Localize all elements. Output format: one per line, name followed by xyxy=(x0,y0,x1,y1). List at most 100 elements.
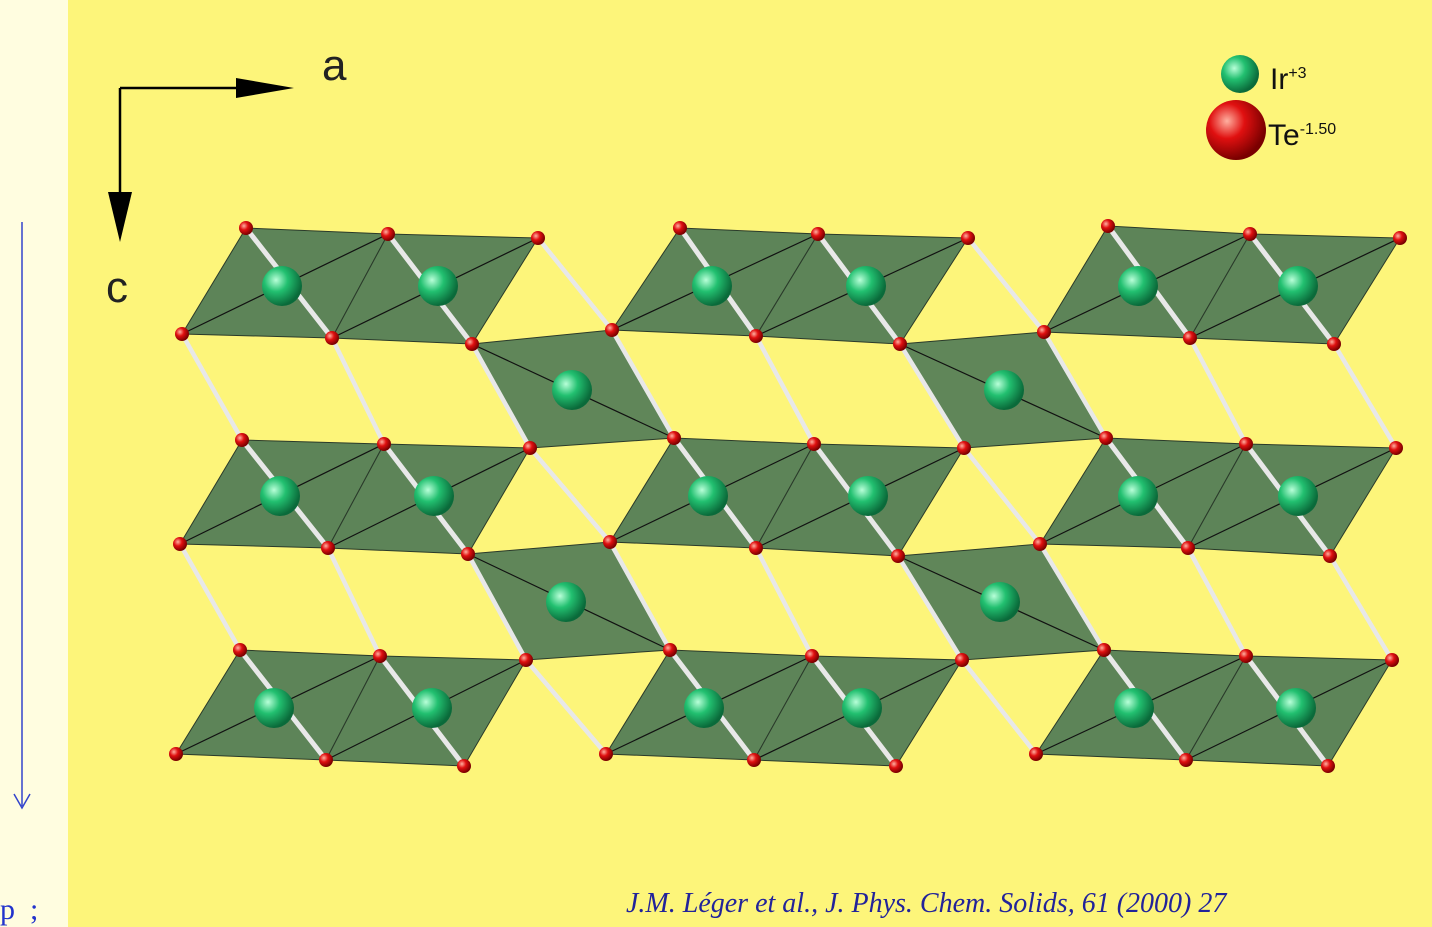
citation-text: J.M. Léger et al., J. Phys. Chem. Solids… xyxy=(626,888,1227,919)
ir-atom xyxy=(692,266,732,306)
interlayer-bond xyxy=(179,331,245,443)
interlayer-bond xyxy=(1327,553,1395,663)
interlayer-bond xyxy=(177,541,243,653)
legend-entry-ir: Ir+3 xyxy=(1270,58,1307,96)
ir-atom xyxy=(1278,476,1318,516)
legend-te-element: Te xyxy=(1268,119,1300,152)
left-margin-strip xyxy=(0,0,68,927)
interlayer-bond xyxy=(325,545,383,659)
interlayer-bond xyxy=(527,445,613,545)
ir-atom xyxy=(688,476,728,516)
te-atom xyxy=(807,437,821,451)
te-atom xyxy=(1243,227,1257,241)
left-text-fragment: p ; xyxy=(0,893,39,926)
te-atom xyxy=(961,231,975,245)
a-axis-arrow-icon xyxy=(236,78,294,98)
te-atom xyxy=(373,649,387,663)
interlayer-bond xyxy=(753,333,817,447)
down-arrow-icon xyxy=(13,222,31,810)
interlayer-bond xyxy=(897,341,967,451)
te-atom xyxy=(1029,747,1043,761)
interlayer-bond xyxy=(1331,341,1399,451)
te-atom xyxy=(1389,441,1403,455)
interlayer-bond xyxy=(1187,335,1249,447)
te-atom xyxy=(1327,337,1341,351)
ir-atom xyxy=(254,688,294,728)
ir-atom xyxy=(848,476,888,516)
te-atom xyxy=(1099,431,1113,445)
te-atom xyxy=(957,441,971,455)
ir-atom xyxy=(262,266,302,306)
te-atom xyxy=(891,549,905,563)
interlayer-bond xyxy=(607,539,673,653)
ir-atom xyxy=(412,688,452,728)
te-atom xyxy=(531,231,545,245)
te-atom xyxy=(319,753,333,767)
polyhedra-network xyxy=(169,219,1407,773)
legend-ir-element: Ir xyxy=(1270,63,1289,96)
te-atom xyxy=(465,337,479,351)
interlayer-bond xyxy=(961,445,1043,547)
interlayer-bond xyxy=(329,335,387,447)
te-legend-icon xyxy=(1206,100,1266,160)
te-atom xyxy=(1181,541,1195,555)
te-atom xyxy=(175,327,189,341)
interlayer-bond xyxy=(523,657,609,757)
ir-atom xyxy=(1118,266,1158,306)
te-atom xyxy=(1179,753,1193,767)
te-atom xyxy=(1321,759,1335,773)
te-atom xyxy=(811,227,825,241)
interlayer-bond xyxy=(1185,545,1249,659)
te-atom xyxy=(1323,549,1337,563)
crystal-structure-panel: a c Ir+3 Te-1.50 xyxy=(68,0,1432,927)
te-atom xyxy=(663,643,677,657)
te-atom xyxy=(749,329,763,343)
te-atom xyxy=(955,653,969,667)
te-atom xyxy=(523,441,537,455)
te-atom xyxy=(519,653,533,667)
legend-markers xyxy=(1206,55,1266,160)
ir-atom xyxy=(1276,688,1316,728)
te-atom xyxy=(1393,231,1407,245)
legend-ir-charge: +3 xyxy=(1288,65,1307,82)
te-atom xyxy=(1033,537,1047,551)
interlayer-bond xyxy=(1037,541,1107,653)
te-atom xyxy=(747,753,761,767)
ir-atom xyxy=(414,476,454,516)
te-atom xyxy=(889,759,903,773)
interlayer-bond xyxy=(965,235,1047,335)
te-atom xyxy=(749,541,763,555)
ir-atom xyxy=(684,688,724,728)
interlayer-bond xyxy=(1041,329,1109,441)
te-atom xyxy=(377,437,391,451)
interlayer-bond xyxy=(535,235,615,333)
interlayer-bond xyxy=(959,657,1039,757)
te-atom xyxy=(667,431,681,445)
te-atom xyxy=(239,221,253,235)
te-atom xyxy=(805,649,819,663)
a-axis-label: a xyxy=(322,41,347,90)
te-atom xyxy=(233,643,247,657)
c-axis-label: c xyxy=(106,263,128,312)
ir-atom xyxy=(546,582,586,622)
ir-atom xyxy=(260,476,300,516)
interlayer-bond xyxy=(609,327,677,441)
crystal-structure-diagram xyxy=(108,55,1407,773)
te-atom xyxy=(1239,649,1253,663)
te-atom xyxy=(325,331,339,345)
te-atom xyxy=(605,323,619,337)
ir-atom xyxy=(1114,688,1154,728)
te-atom xyxy=(893,337,907,351)
ir-atom xyxy=(984,370,1024,410)
interlayer-bond xyxy=(753,545,815,659)
te-atom xyxy=(603,535,617,549)
interlayer-bond xyxy=(469,341,533,451)
te-atom xyxy=(673,221,687,235)
ir-atom xyxy=(846,266,886,306)
ir-atom xyxy=(552,370,592,410)
ir-atom xyxy=(842,688,882,728)
te-atom xyxy=(235,433,249,447)
te-atom xyxy=(1385,653,1399,667)
te-atom xyxy=(599,747,613,761)
te-atom xyxy=(1101,219,1115,233)
